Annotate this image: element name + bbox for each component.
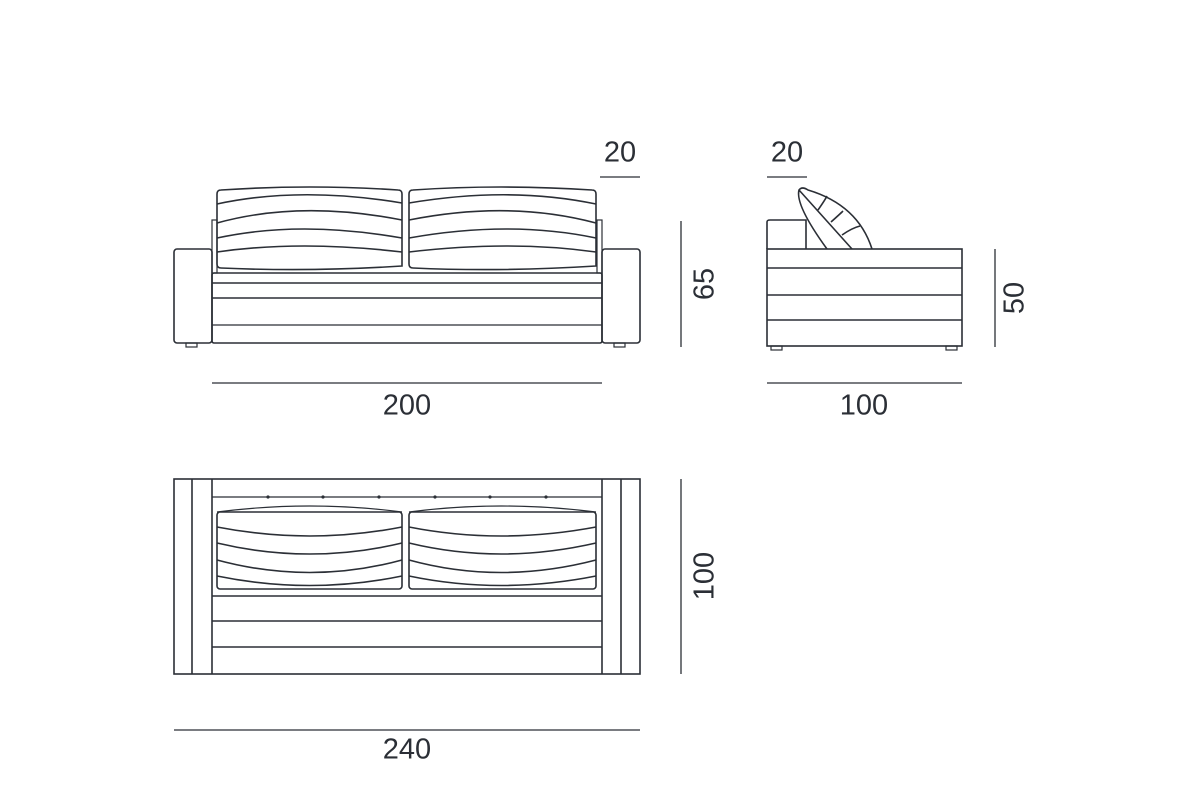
side-height-label: 50 — [998, 281, 1031, 315]
side-body — [766, 248, 963, 347]
top-depth-label: 100 — [688, 551, 721, 601]
top-width-label: 240 — [382, 733, 432, 766]
side-view — [766, 176, 996, 384]
side-depth-label: 100 — [839, 389, 889, 422]
top-view — [173, 478, 682, 731]
side-pillow — [797, 187, 873, 250]
top-cushion-right — [408, 505, 597, 590]
front-back-depth-label: 20 — [603, 136, 637, 169]
side-back-label: 20 — [770, 136, 804, 169]
back-cushion-left — [216, 186, 403, 271]
front-height-label: 65 — [688, 267, 721, 301]
top-outline — [173, 478, 641, 675]
front-view — [173, 176, 682, 384]
left-armrest — [173, 248, 213, 344]
foot — [945, 345, 958, 351]
front-width-label: 200 — [382, 389, 432, 422]
foot — [185, 342, 198, 348]
seat-base — [211, 272, 603, 344]
right-armrest — [601, 248, 641, 344]
foot — [770, 345, 783, 351]
back-cushion-right — [408, 186, 597, 271]
foot — [613, 342, 626, 348]
top-cushion-left — [216, 505, 403, 590]
